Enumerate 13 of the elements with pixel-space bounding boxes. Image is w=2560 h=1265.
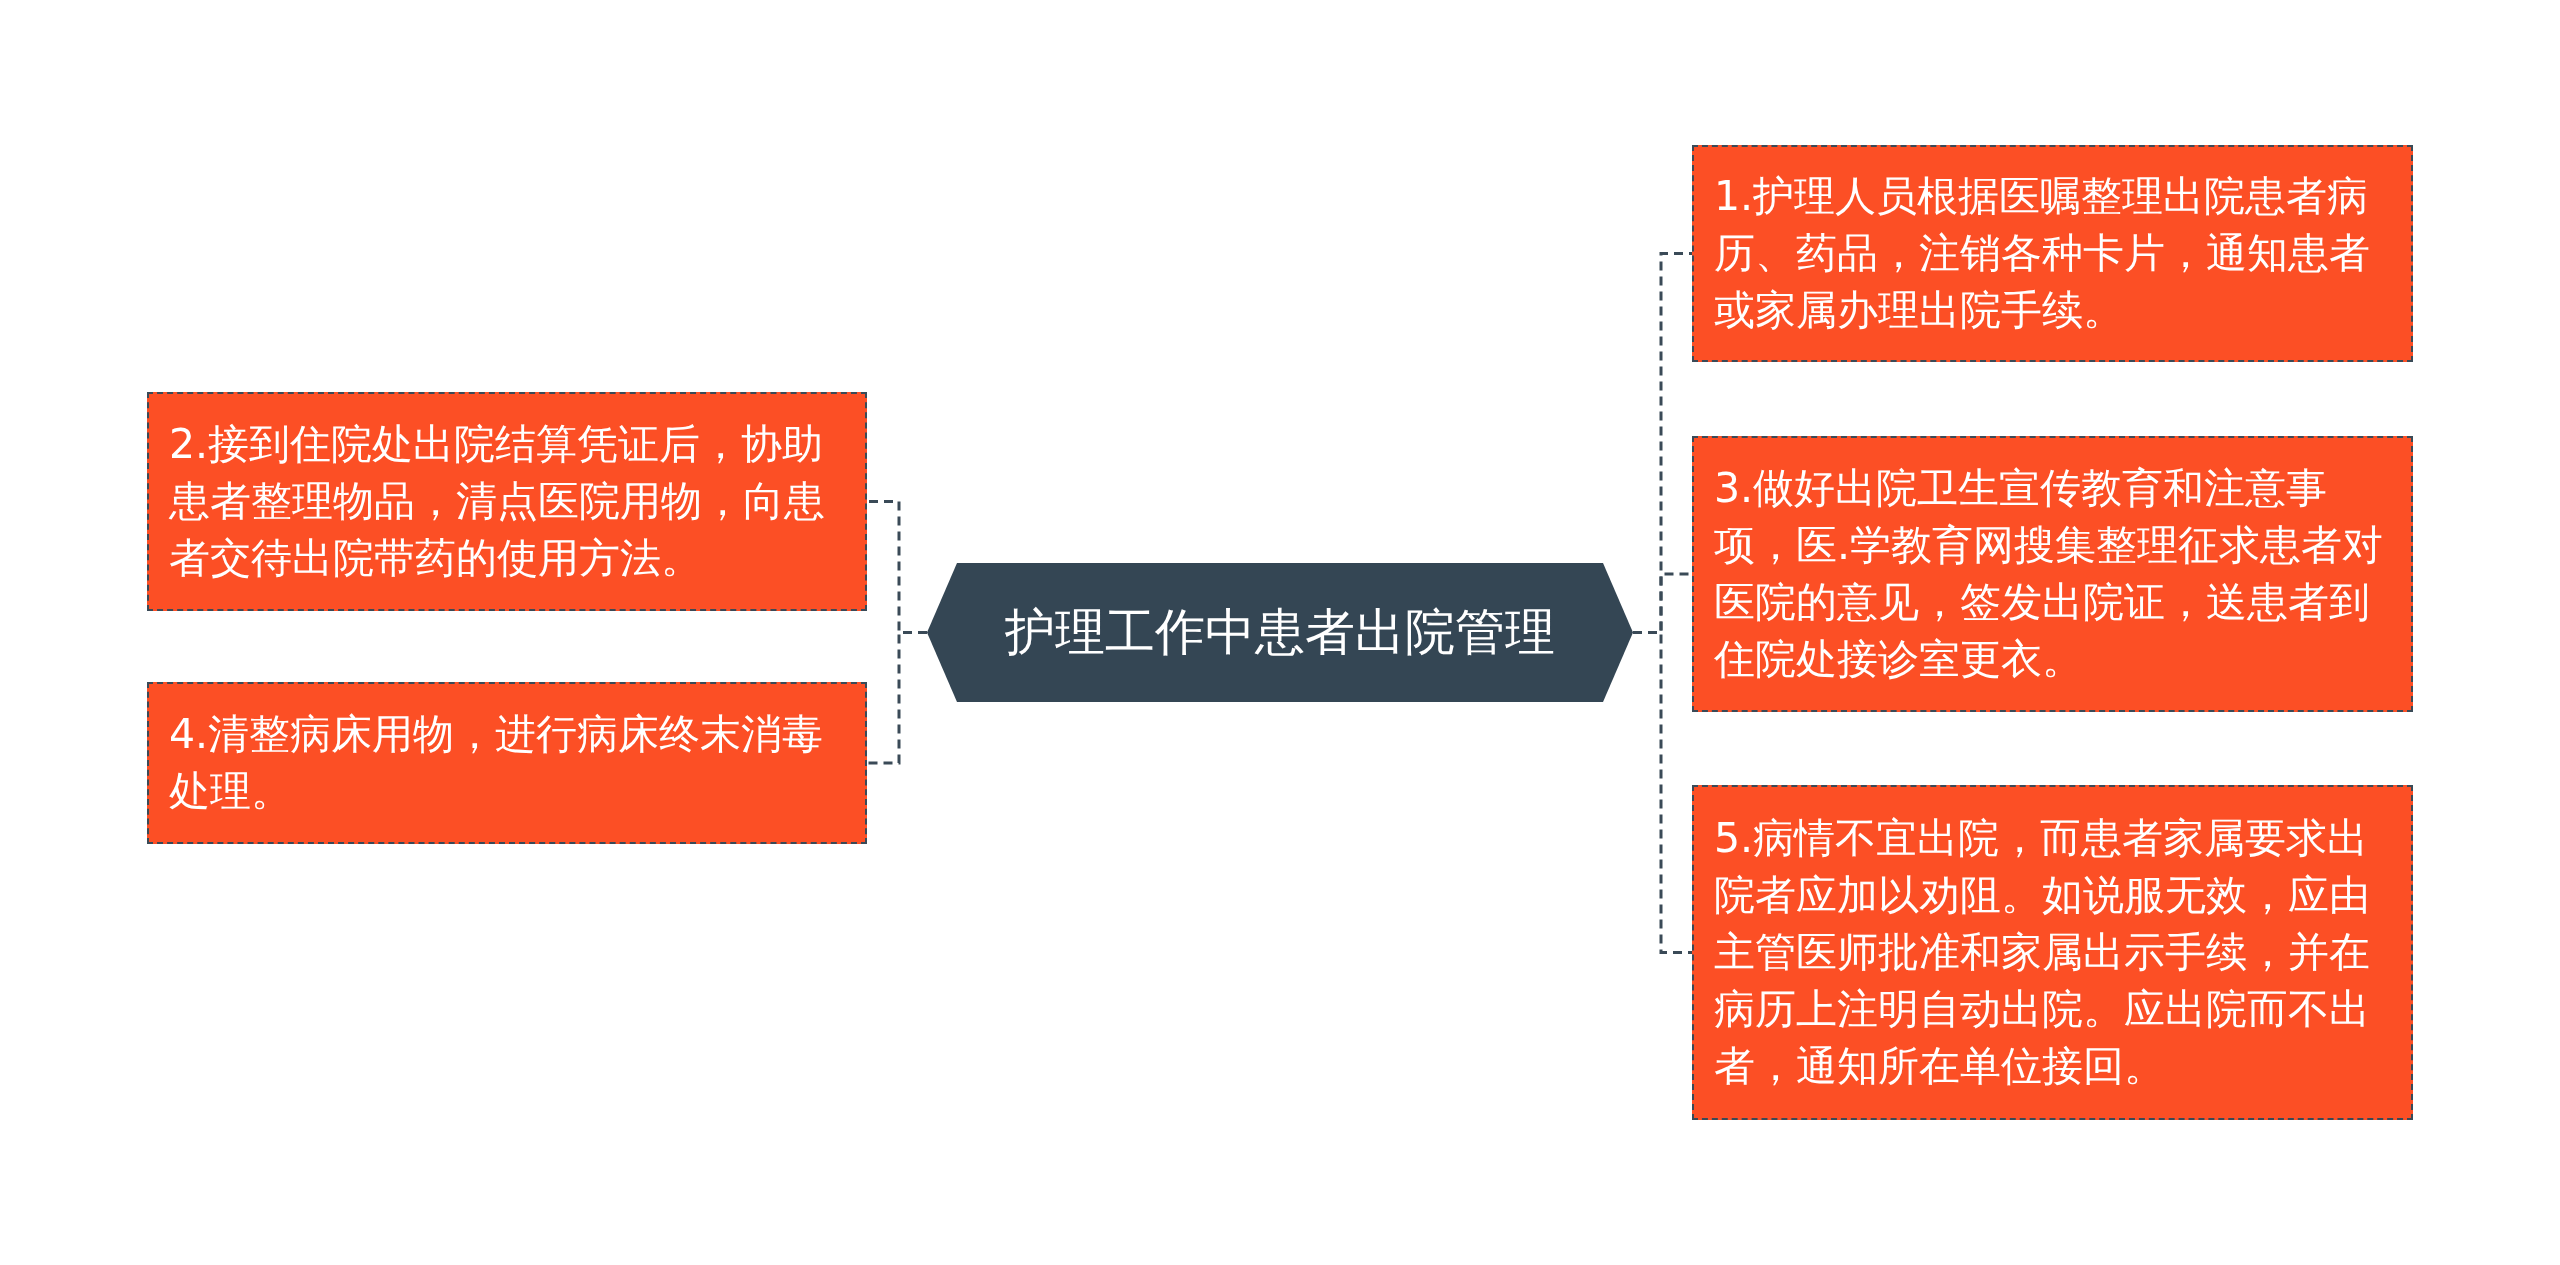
- topic-title: 护理工作中患者出院管理: [1005, 602, 1555, 663]
- note-box: [1692, 785, 2413, 1120]
- note-text: 1.护理人员根据医嘱整理出院患者病历、药品，注销各种卡片，通知患者或家属办理出院手续。: [1714, 171, 2371, 336]
- connector: [867, 631, 927, 765]
- note-box: [1692, 145, 2413, 362]
- note-text: 4.清整病床用物，进行病床终末消毒处理。: [169, 709, 825, 817]
- note-text: 3.做好出院卫生宣传教育和注意事项，医.学教育网搜集整理征求患者对医院的意见，签发出院证，送患者到住院处接诊室更衣。: [1714, 463, 2385, 685]
- note-box: [147, 392, 867, 611]
- note-box: [147, 682, 867, 844]
- note-text: 2.接到住院处出院结算凭证后，协助患者整理物品，清点医院用物，向患者交待出院带药的使用方法。: [169, 419, 826, 584]
- note-box: [1692, 436, 2413, 712]
- connector: [1633, 631, 1692, 954]
- note-text: 5.病情不宜出院，而患者家属要求出院者应加以劝阻。如说服无效，应由主管医师批准和家属出示手续，并在病历上注明自动出院。应出院而不出者，通知所在单位接回。: [1714, 813, 2371, 1092]
